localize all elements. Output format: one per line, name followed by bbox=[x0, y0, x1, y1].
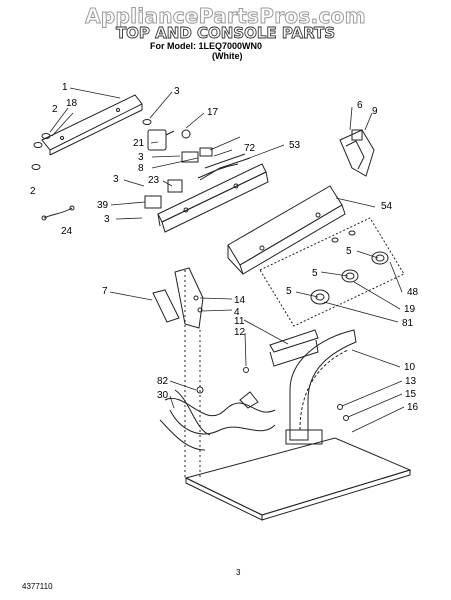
callout-label: 39 bbox=[97, 200, 109, 211]
callout-label: 5 bbox=[312, 268, 318, 279]
callout-label: 81 bbox=[402, 318, 414, 329]
page-number: 3 bbox=[236, 568, 241, 577]
callout-label: 10 bbox=[404, 362, 416, 373]
callout-label: 72 bbox=[244, 143, 256, 154]
callout-label: 3 bbox=[138, 152, 144, 163]
callout-label: 5 bbox=[346, 246, 352, 257]
wire-harness bbox=[159, 386, 276, 451]
knob-bracket bbox=[339, 129, 375, 177]
callout-label: 2 bbox=[52, 104, 58, 115]
callout-label: 6 bbox=[357, 100, 363, 111]
dryer-top-panel bbox=[184, 437, 412, 521]
callout-label: 21 bbox=[133, 138, 145, 149]
callout-label: 19 bbox=[404, 304, 416, 315]
leader-lines bbox=[49, 87, 405, 433]
callout-label: 3 bbox=[113, 174, 119, 185]
console-front-panel bbox=[227, 185, 346, 275]
callout-label: 82 bbox=[157, 376, 169, 387]
control-components bbox=[144, 129, 251, 209]
callout-label: 48 bbox=[407, 287, 419, 298]
callout-label: 16 bbox=[407, 402, 419, 413]
ground-wire bbox=[41, 205, 75, 221]
document-number: 4377110 bbox=[22, 582, 53, 591]
callout-label: 24 bbox=[61, 226, 73, 237]
callout-label: 4 bbox=[234, 307, 240, 318]
model-line: For Model: 1LEQ7000WN0 bbox=[150, 41, 263, 51]
callout-label: 3 bbox=[174, 86, 180, 97]
callout-label: 17 bbox=[207, 107, 219, 118]
knob-assembly bbox=[259, 217, 405, 327]
callout-label: 8 bbox=[138, 163, 144, 174]
callout-label: 2 bbox=[30, 186, 36, 197]
screw-group-left bbox=[31, 119, 152, 170]
callout-label: 11 bbox=[234, 316, 245, 327]
end-cap-bracket bbox=[174, 267, 204, 329]
callout-label: 53 bbox=[289, 140, 301, 151]
callout-label: 30 bbox=[157, 390, 169, 401]
lint-filter-housing bbox=[243, 329, 357, 445]
assembly-guide-lines bbox=[184, 270, 201, 480]
callout-label: 14 bbox=[234, 295, 246, 306]
control-panel-insert bbox=[152, 289, 180, 323]
variant-label: (White) bbox=[212, 51, 243, 61]
callout-label: 54 bbox=[381, 201, 393, 212]
console-back-panel bbox=[41, 94, 143, 156]
callout-label: 13 bbox=[405, 376, 417, 387]
callout-label: 9 bbox=[372, 106, 378, 117]
console-frame bbox=[157, 163, 269, 233]
callout-label: 23 bbox=[148, 175, 160, 186]
callout-label: 18 bbox=[66, 98, 78, 109]
callout-label: 7 bbox=[102, 286, 108, 297]
callout-label: 12 bbox=[234, 327, 246, 338]
callout-label: 1 bbox=[62, 82, 68, 93]
callout-label: 5 bbox=[286, 286, 292, 297]
callout-label: 3 bbox=[104, 214, 110, 225]
page-title: TOP AND CONSOLE PARTS bbox=[115, 24, 336, 43]
watermark-text: AppliancePartsPros.com bbox=[85, 4, 366, 29]
callout-label: 15 bbox=[405, 389, 417, 400]
